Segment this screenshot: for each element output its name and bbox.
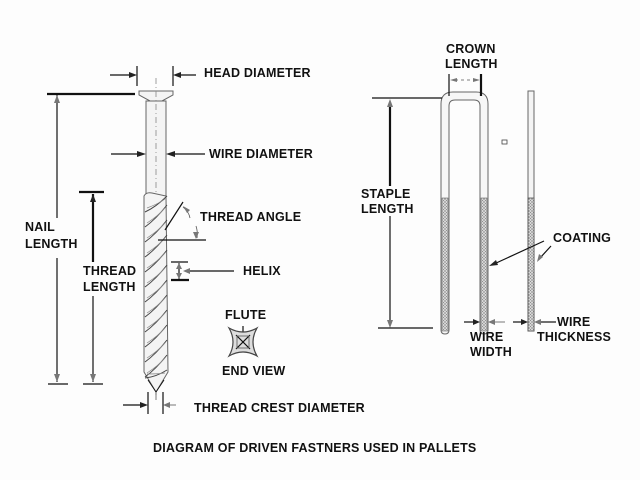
thread-strand	[144, 354, 168, 378]
nail-length-label-line-2: LENGTH	[25, 237, 78, 251]
thread-length-label-line-2: LENGTH	[83, 280, 136, 294]
wire-thickness-label-line-2: THICKNESS	[537, 330, 612, 344]
crown-length-label-line-1: CROWN	[446, 42, 496, 56]
nail-length-label: NAIL LENGTH	[25, 220, 78, 252]
wire-thickness-dimension	[513, 319, 556, 325]
thread-angle-dimension	[158, 201, 206, 241]
wire-diameter-dimension	[111, 151, 205, 157]
wire-diameter-label: WIRE DIAMETER	[209, 147, 313, 161]
staple-length-dimension	[372, 97, 442, 329]
crown-length-dimension	[448, 74, 483, 96]
nail-length-dimension	[47, 92, 135, 385]
wire-width-label-line-2: WIDTH	[470, 345, 512, 359]
thread-strand-shade	[146, 312, 166, 329]
wire-width-label-line-1: WIRE	[470, 330, 504, 344]
thread-strand	[144, 369, 168, 379]
thread-strand-shade	[146, 282, 166, 299]
thread-strand-shade	[146, 297, 166, 314]
staple-length-label-line-1: STAPLE	[361, 187, 411, 201]
thread-strand	[144, 324, 168, 348]
thread-strand	[144, 234, 168, 258]
coating-pointers	[489, 240, 552, 266]
end-view-symbol	[227, 326, 259, 358]
thread-angle-label: THREAD ANGLE	[200, 210, 302, 224]
thread-strand	[144, 219, 168, 243]
nail-thread	[143, 192, 169, 400]
thread-strand-shade	[146, 267, 166, 284]
thread-strand	[144, 279, 168, 303]
thread-strand	[144, 339, 168, 363]
thread-strand-shade	[146, 237, 166, 254]
thread-strand-shade	[146, 252, 166, 269]
staple-cross-section	[501, 139, 508, 145]
crown-length-label: CROWN LENGTH	[445, 42, 498, 72]
thread-strand-shade	[146, 357, 166, 374]
staple-coating-right	[480, 197, 488, 332]
helix-dimension	[171, 261, 234, 282]
thread-strand-shade	[146, 327, 166, 344]
head-diameter-dimension	[110, 66, 196, 86]
coating-label: COATING	[553, 231, 612, 245]
thread-strand	[144, 264, 168, 288]
staple-length-label-line-2: LENGTH	[361, 202, 414, 216]
thread-strand-shade	[146, 207, 166, 224]
thread-strand	[144, 204, 168, 228]
thread-strand-shade	[146, 222, 166, 239]
head-diameter-label: HEAD DIAMETER	[204, 66, 311, 80]
crown-length-label-line-2: LENGTH	[445, 57, 498, 71]
thread-strand	[144, 294, 168, 318]
thread-length-label: THREAD LENGTH	[83, 264, 136, 295]
thread-strand	[144, 309, 168, 333]
helix-label: HELIX	[243, 264, 281, 278]
thread-crest-diameter-label: THREAD CREST DIAMETER	[194, 401, 365, 415]
nail-length-label-line-1: NAIL	[25, 220, 55, 234]
flute-label: FLUTE	[225, 308, 267, 322]
thread-strand	[144, 249, 168, 273]
thread-length-label-line-1: THREAD	[83, 264, 137, 278]
wire-width-label: WIRE WIDTH	[470, 330, 512, 360]
thread-crest-dimension	[123, 392, 176, 414]
wire-thickness-label: WIRE THICKNESS	[537, 315, 611, 345]
end-view-label: END VIEW	[222, 364, 286, 378]
thread-strand-shade	[146, 372, 166, 375]
thread-length-dimension	[79, 190, 104, 385]
thread-strand	[144, 195, 168, 213]
staple-length-label: STAPLE LENGTH	[361, 187, 414, 217]
thread-strand-shade	[146, 198, 166, 209]
diagram-title: DIAGRAM OF DRIVEN FASTNERS USED IN PALLE…	[153, 441, 477, 455]
wire-thickness-label-line-1: WIRE	[557, 315, 591, 329]
nail-drawing	[138, 78, 174, 400]
staple-coating-left	[441, 197, 449, 332]
staple-drawing	[440, 90, 535, 335]
wire-width-dimension	[464, 319, 505, 325]
thread-strand-shade	[146, 342, 166, 359]
